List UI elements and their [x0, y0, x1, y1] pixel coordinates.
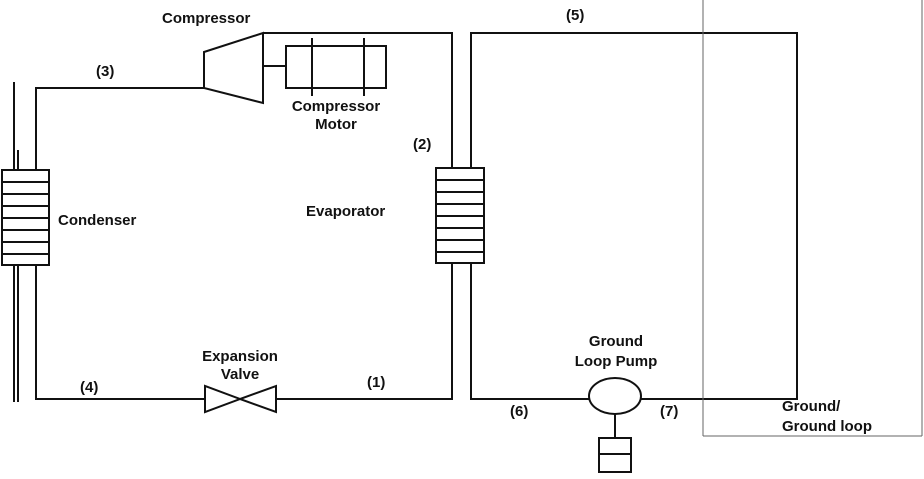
- state-point-3: (3): [96, 63, 115, 80]
- state-point-5: (5): [566, 7, 585, 24]
- compressor-motor-shape: [285, 45, 387, 89]
- evaporator-label: Evaporator: [306, 203, 386, 220]
- expansion-valve-label-line2: Valve: [220, 366, 260, 383]
- refrigerant-pipe-top-left: [35, 87, 204, 170]
- compressor-motor-label-line1: Compressor: [291, 98, 381, 115]
- state-point-2: (2): [413, 136, 432, 153]
- expansion-valve-label-line1: Expansion: [202, 348, 278, 365]
- compressor-shape: [203, 31, 264, 105]
- state-point-4: (4): [80, 379, 99, 396]
- ground-loop-pipe: [470, 32, 798, 400]
- condenser-label: Condenser: [58, 212, 137, 229]
- ground-label-line2: Ground loop: [782, 418, 872, 435]
- compressor-motor-label-line2: Motor: [315, 116, 357, 133]
- expansion-valve-shape: [204, 384, 277, 414]
- ground-loop-pump-label-line2: Loop Pump: [574, 353, 658, 370]
- ground-loop-pump-label-line1: Ground: [588, 333, 644, 350]
- state-point-6: (6): [510, 403, 529, 420]
- state-point-7: (7): [660, 403, 679, 420]
- state-point-1: (1): [367, 374, 386, 391]
- refrigerant-pipe-bottom: [35, 262, 453, 400]
- compressor-label: Compressor: [162, 10, 251, 27]
- refrigerant-pipe-top-right: [263, 32, 453, 170]
- ground-loop-pump-shape: [588, 377, 642, 415]
- ground-label-line1: Ground/: [782, 398, 841, 415]
